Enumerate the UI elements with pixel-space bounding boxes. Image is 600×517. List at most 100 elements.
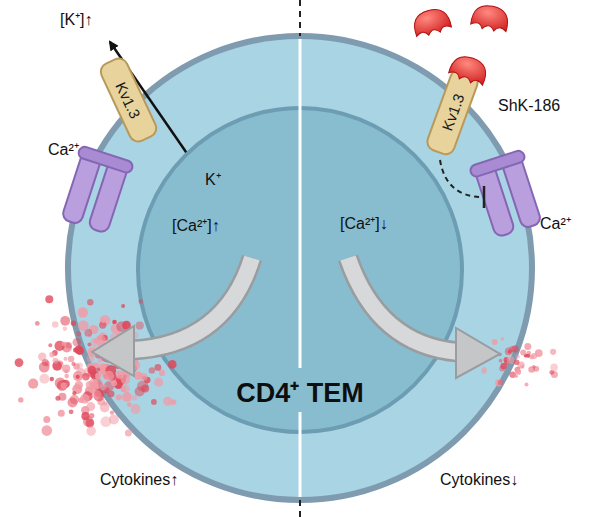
cytokine-dot bbox=[62, 342, 67, 347]
cytokine-dot bbox=[100, 403, 110, 413]
cytokine-dot bbox=[15, 358, 24, 367]
cytokine-dot bbox=[509, 371, 516, 378]
cell-type-label: CD4⁺ TEM bbox=[135, 373, 465, 410]
cytokine-dot bbox=[499, 366, 505, 372]
cytokine-dot bbox=[520, 349, 526, 355]
cytokine-dot bbox=[39, 374, 49, 384]
cytokine-dot bbox=[18, 397, 23, 402]
toxin bbox=[470, 3, 511, 34]
cytokine-dot bbox=[154, 378, 163, 387]
cytokine-dot bbox=[68, 356, 74, 362]
cytokine-dot bbox=[89, 413, 94, 418]
toxin-label: ShK-186 bbox=[498, 96, 560, 115]
cytokine-dot bbox=[515, 375, 518, 378]
cytokine-dot bbox=[76, 331, 81, 336]
cytokine-dot bbox=[111, 380, 117, 386]
cytokine-dot bbox=[121, 375, 130, 384]
kv13-channel: Kv1.3 bbox=[423, 66, 481, 158]
cytokine-dot bbox=[45, 295, 53, 303]
cytokine-dot bbox=[81, 412, 89, 420]
cytokine-dot bbox=[69, 409, 74, 414]
ion-level-label: [K⁺]↑ bbox=[60, 10, 93, 29]
cytokine-dot bbox=[73, 338, 82, 347]
signal-arrow bbox=[348, 258, 458, 352]
cytokine-dot bbox=[109, 414, 119, 424]
cytokine-dot bbox=[492, 339, 498, 345]
cytokine-dot bbox=[86, 426, 96, 436]
cytokine-dot bbox=[149, 367, 155, 373]
cytokine-dot bbox=[121, 304, 125, 308]
cytokine-dot bbox=[121, 384, 130, 393]
output-label: Cytokines↓ bbox=[440, 470, 518, 489]
cytokine-dot bbox=[64, 374, 69, 379]
cytokine-dot bbox=[495, 379, 502, 386]
cytokine-dot bbox=[516, 369, 522, 375]
cytokine-dot bbox=[96, 367, 100, 371]
cytokine-dot bbox=[138, 299, 143, 304]
cytokine-dot bbox=[76, 375, 80, 379]
signal-arrow bbox=[348, 258, 458, 352]
inhibition-bar bbox=[483, 186, 486, 208]
cytokine-dot bbox=[531, 353, 537, 359]
cytokine-dot bbox=[71, 321, 76, 326]
cytokine-dot bbox=[524, 343, 531, 350]
cytokine-dot bbox=[92, 390, 101, 399]
cytokine-dot bbox=[95, 373, 101, 379]
cytokine-dot bbox=[501, 337, 504, 340]
cytokine-dot bbox=[132, 395, 137, 400]
signal-arrowhead bbox=[92, 326, 134, 376]
divider bbox=[299, 412, 302, 497]
ion-label: K⁺ bbox=[205, 170, 221, 189]
cytokine-dot bbox=[64, 369, 68, 373]
cytokine-dot bbox=[498, 380, 503, 385]
cytokine-dot bbox=[35, 321, 40, 326]
signal-arrow bbox=[132, 258, 252, 350]
channel-label: Kv1.3 bbox=[437, 91, 466, 133]
cytokine-dot bbox=[532, 365, 536, 369]
ion-label: Ca²⁺ bbox=[48, 140, 79, 159]
cytokine-dot bbox=[28, 379, 38, 389]
cytokine-dot bbox=[76, 347, 84, 355]
cytokine-dot bbox=[80, 394, 90, 404]
divider bbox=[299, 500, 301, 517]
calcium-channel bbox=[469, 149, 546, 239]
output-label: Cytokines↑ bbox=[100, 470, 178, 489]
cytokine-dot bbox=[48, 343, 52, 347]
signal-arrowhead bbox=[456, 328, 500, 378]
cytokine-dot bbox=[159, 370, 165, 376]
cytokine-dot bbox=[86, 402, 95, 411]
cytokine-dot bbox=[163, 397, 172, 406]
cytokine-dot bbox=[125, 430, 132, 437]
calcium-channel bbox=[57, 145, 134, 235]
cytokine-dot bbox=[42, 425, 53, 436]
cytokine-dot bbox=[116, 394, 122, 400]
cytokine-dot bbox=[481, 369, 486, 374]
cytokine-dot bbox=[72, 391, 76, 395]
channel-label: Kv1.3 bbox=[112, 79, 144, 121]
cytokine-dot bbox=[550, 349, 556, 355]
cytokine-dot bbox=[151, 399, 157, 405]
ion-label: Ca²⁺ bbox=[540, 214, 571, 233]
cytokine-dot bbox=[514, 359, 520, 365]
cytokine-dot bbox=[88, 369, 96, 377]
cytokine-dot bbox=[78, 307, 88, 317]
cytokine-dot bbox=[134, 372, 142, 380]
cytokine-dot bbox=[68, 398, 78, 408]
cytokine-dots bbox=[15, 295, 558, 436]
cytokine-dot bbox=[516, 354, 520, 358]
cytokine-dot bbox=[78, 320, 89, 331]
cytokine-dot bbox=[49, 352, 55, 358]
divider bbox=[299, 39, 302, 368]
cytokine-dot bbox=[136, 322, 144, 330]
cytokine-dot bbox=[55, 396, 60, 401]
cytokine-dot bbox=[112, 320, 117, 325]
cytokine-dot bbox=[122, 392, 132, 402]
cytokine-dot bbox=[58, 410, 65, 417]
cytokine-dot bbox=[101, 319, 105, 323]
cytokine-dot bbox=[499, 359, 503, 363]
cytokine-dot bbox=[127, 402, 132, 407]
ion-level-label: [Ca²⁺]↑ bbox=[172, 216, 220, 235]
cytokine-dot bbox=[63, 327, 67, 331]
cytokine-dot bbox=[63, 357, 67, 361]
cytokine-dot bbox=[60, 316, 70, 326]
